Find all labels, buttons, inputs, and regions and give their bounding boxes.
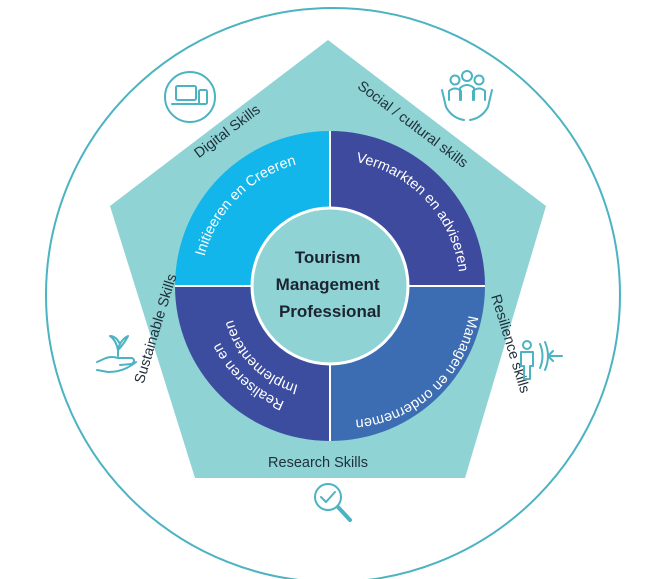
person-shield-icon <box>520 340 563 380</box>
skill-label-research: Research Skills <box>268 455 368 471</box>
quadrant-top-left <box>175 131 330 286</box>
quadrant-bottom-right <box>330 286 485 441</box>
outer-ring <box>45 7 621 579</box>
quadrant-top-right <box>330 131 485 286</box>
magnifier-check-icon <box>314 483 352 522</box>
devices-icon <box>164 71 216 123</box>
center-line-2: Management <box>276 275 380 294</box>
center-line-1: Tourism <box>295 248 361 267</box>
people-in-hands-icon <box>441 70 493 121</box>
quadrant-bottom-left <box>175 286 330 441</box>
hand-plant-icon <box>96 335 137 373</box>
svg-text:Tourism Management Pro: Tourism Management Professional <box>276 248 385 321</box>
center-circle <box>250 206 410 366</box>
center-line-3: Professional <box>279 302 381 321</box>
